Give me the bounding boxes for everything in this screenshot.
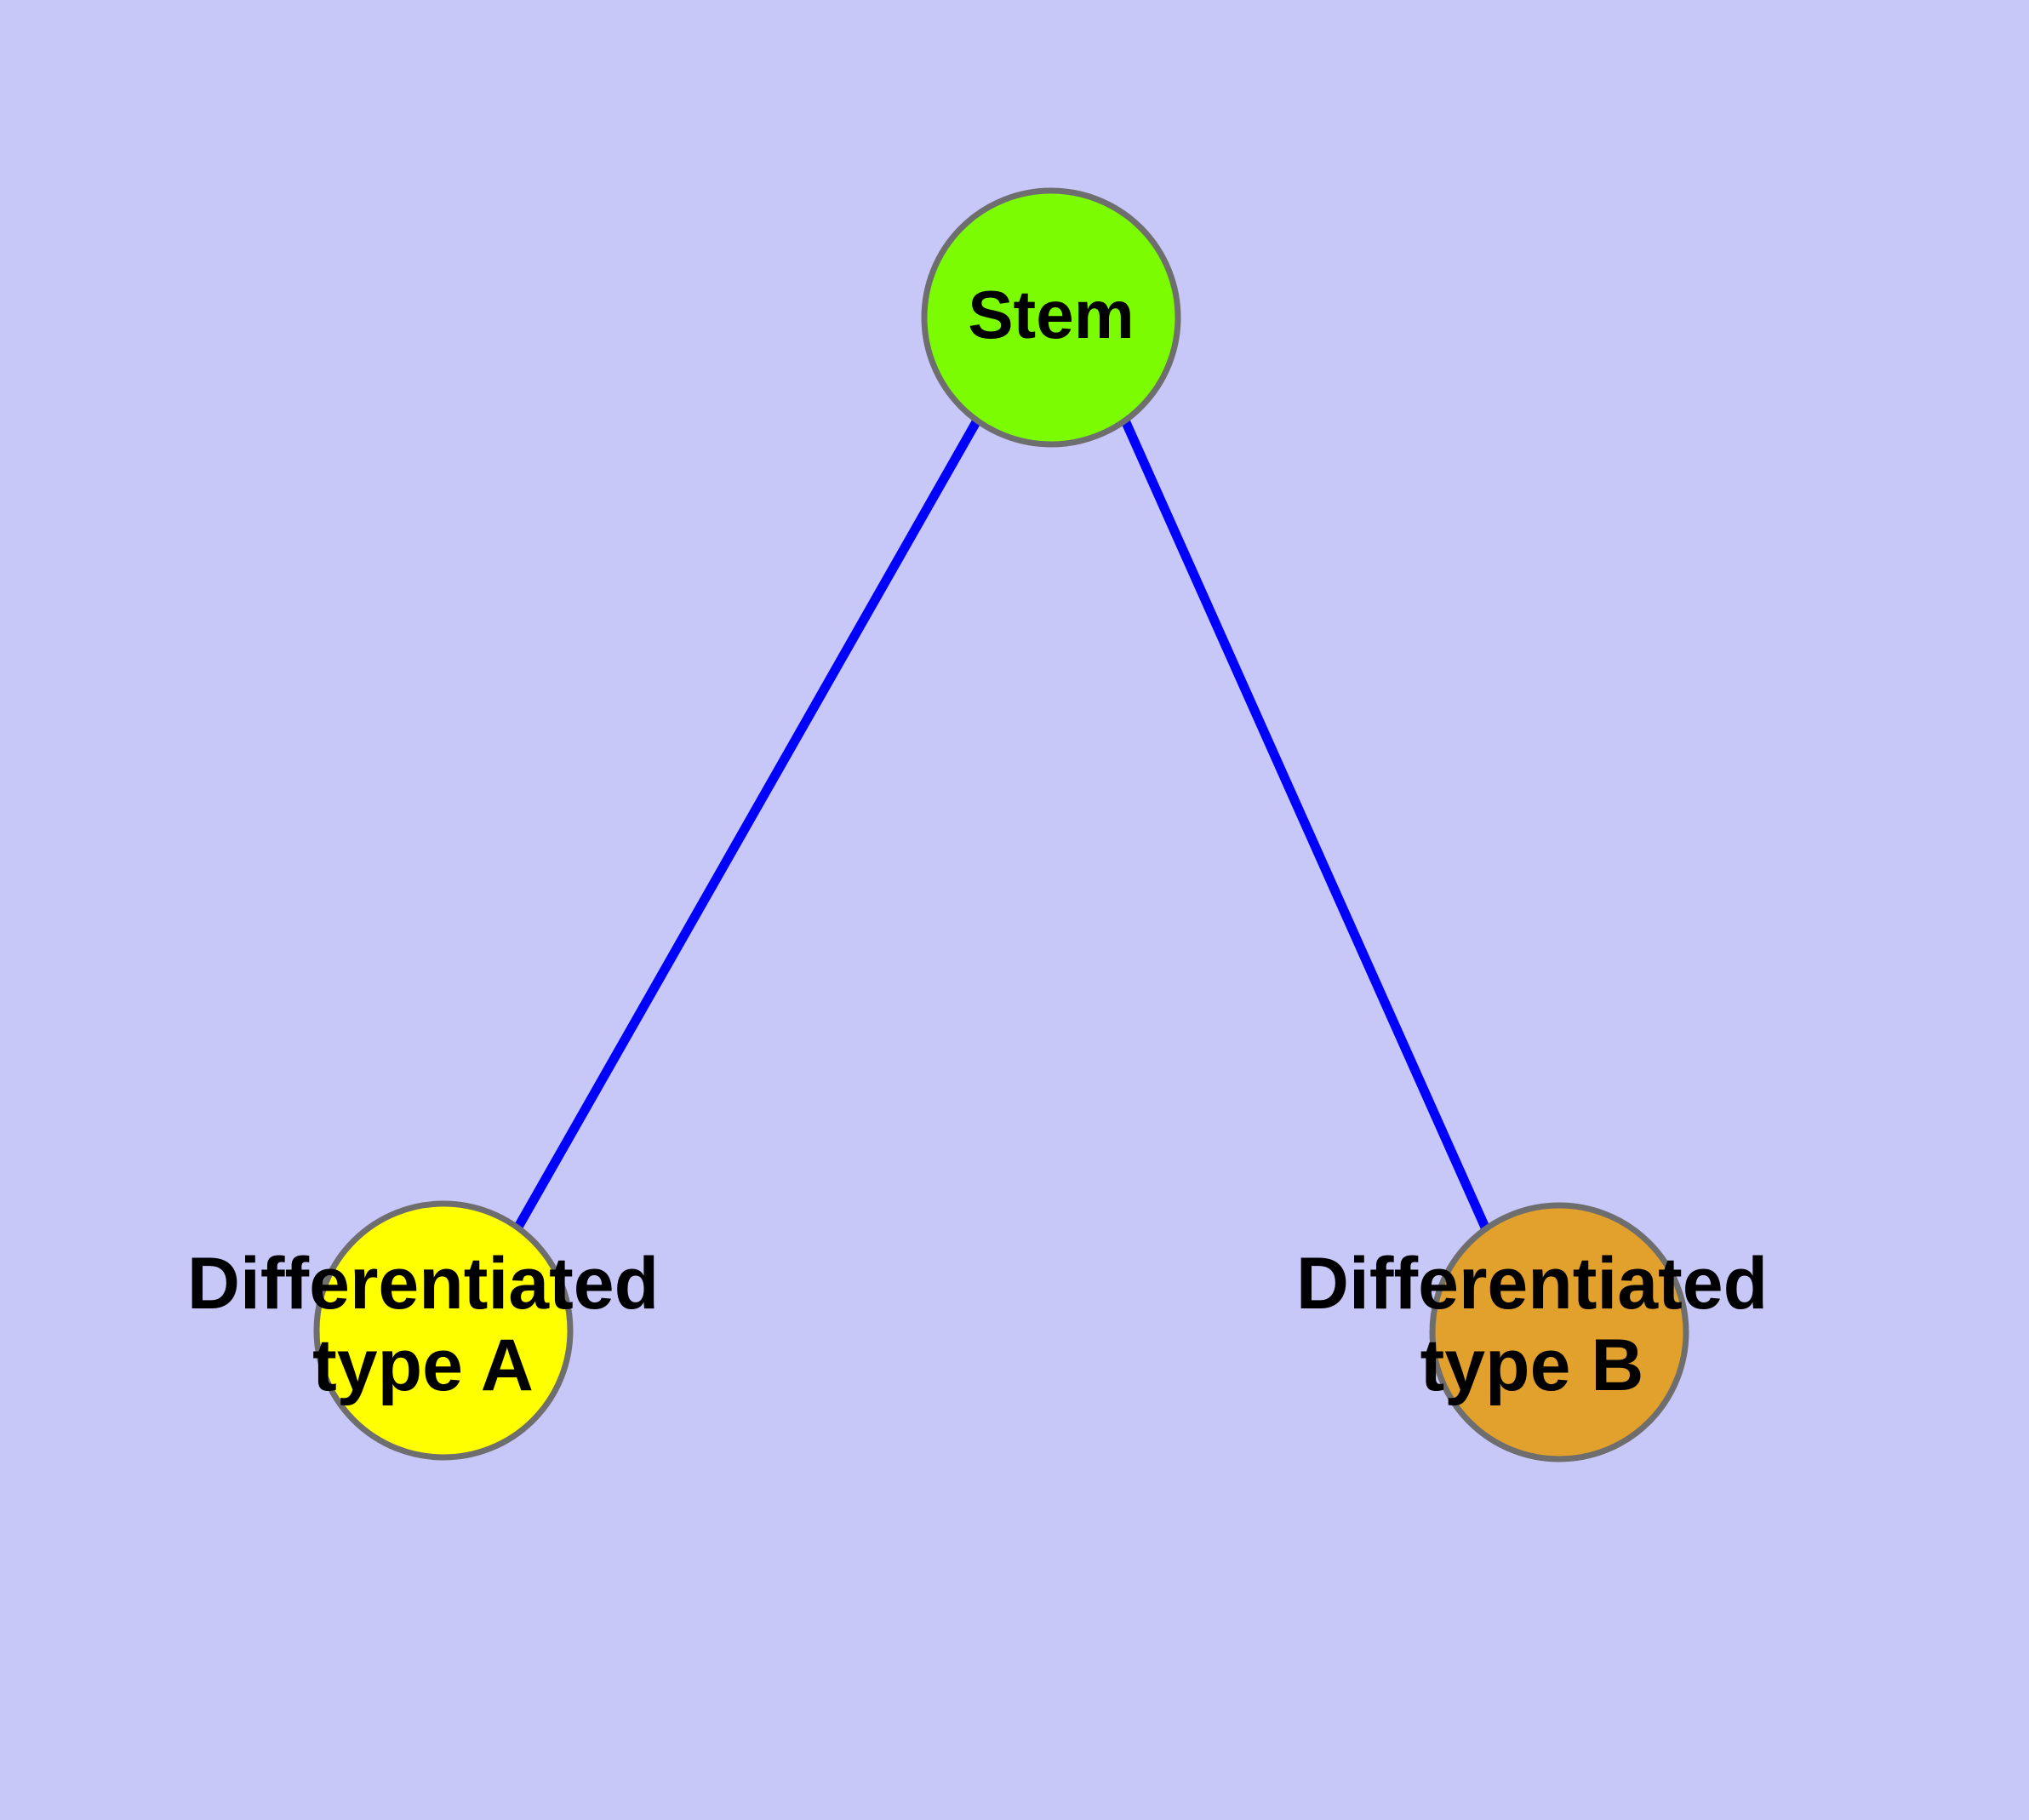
node-differentiated-type-a[interactable] xyxy=(313,1200,574,1461)
node-layer xyxy=(313,187,1689,1462)
node-differentiated-type-b[interactable] xyxy=(1429,1202,1689,1462)
edge-layer xyxy=(513,418,1491,1232)
edge-stem-to-differentiated-type-b[interactable] xyxy=(1120,418,1491,1232)
edge-stem-to-differentiated-type-a[interactable] xyxy=(513,418,981,1231)
node-stem[interactable] xyxy=(921,187,1181,448)
